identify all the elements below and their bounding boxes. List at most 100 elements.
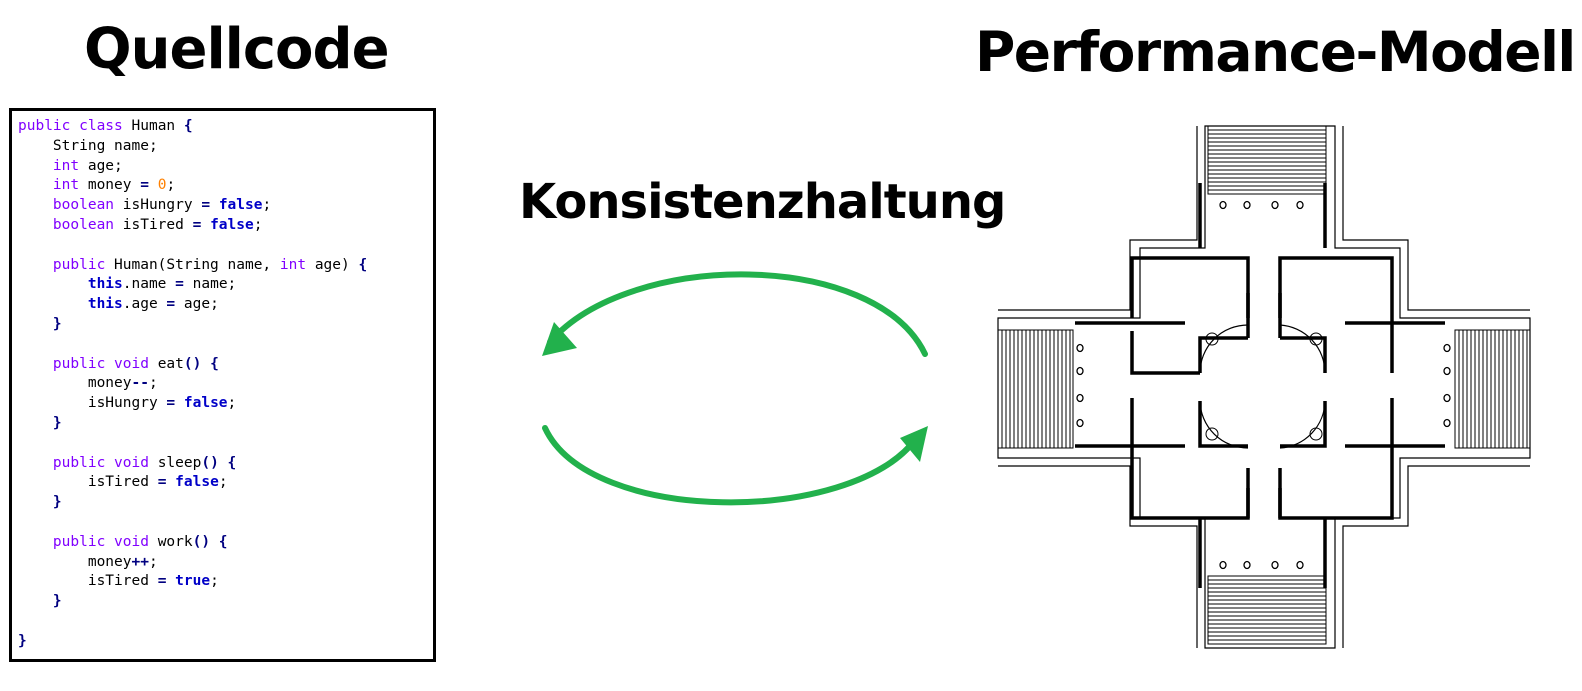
code-token: { [183, 118, 193, 134]
code-line: boolean isTired = false; [18, 216, 367, 236]
floor-plan-model [997, 125, 1531, 649]
code-token: .age [122, 296, 167, 313]
code-line [18, 434, 367, 454]
code-line: money--; [18, 374, 367, 394]
code-line: this.name = name; [18, 275, 367, 295]
code-token: ; [166, 177, 176, 194]
code-token: = [140, 177, 158, 194]
code-line [18, 513, 367, 533]
code-token: int [18, 157, 88, 174]
column-marker [1296, 200, 1304, 210]
code-token: age) [314, 256, 359, 273]
code-token: false [218, 197, 263, 214]
code-token: public void [18, 533, 158, 550]
code-token: boolean [18, 216, 123, 233]
code-token: ++ [131, 553, 149, 570]
code-token: ; [148, 375, 158, 392]
code-token: isHungry [122, 197, 202, 214]
arrow-head-right-icon [900, 426, 928, 462]
code-token: isTired [122, 216, 193, 233]
code-line: public void eat() { [18, 355, 367, 375]
code-line: int age; [18, 157, 367, 177]
code-line: } [18, 592, 367, 612]
code-token: Human [131, 118, 184, 134]
code-line: public Human(String name, int age) { [18, 256, 367, 276]
code-token: int [18, 177, 88, 194]
code-token: this [18, 276, 123, 293]
code-token: = [166, 296, 184, 313]
column-marker [1076, 418, 1084, 428]
code-line: public void work() { [18, 533, 367, 553]
code-token: isTired [18, 474, 158, 491]
code-line: isTired = false; [18, 473, 367, 493]
code-token: ; [253, 216, 263, 233]
column-marker [1076, 366, 1084, 376]
performance-model-title: Performance-Modell [975, 20, 1576, 84]
code-token: -- [131, 375, 149, 392]
code-token: boolean [18, 197, 123, 214]
java-code-block: public class Human { String name; int ag… [18, 117, 367, 652]
code-line: public class Human { [18, 117, 367, 137]
column-marker [1296, 560, 1304, 570]
code-line: money++; [18, 553, 367, 573]
code-token: sleep [157, 454, 202, 471]
code-line: this.age = age; [18, 295, 367, 315]
code-line: isHungry = false; [18, 394, 367, 414]
code-token: age; [87, 157, 123, 174]
code-token: 0 [157, 177, 167, 194]
code-token: false [210, 216, 254, 233]
column-marker [1219, 560, 1227, 570]
code-token: age; [183, 296, 219, 313]
code-line [18, 236, 367, 256]
code-token: } [18, 632, 27, 649]
code-token: ; [218, 474, 228, 491]
column-marker [1271, 200, 1279, 210]
source-code-title: Quellcode [84, 17, 390, 82]
column-marker [1443, 393, 1451, 403]
column-marker [1443, 343, 1451, 353]
code-token: = [192, 216, 211, 233]
code-token: true [175, 573, 211, 590]
code-token: ; [262, 197, 272, 214]
arrow-to-model-icon [542, 425, 918, 506]
code-token: this [18, 296, 123, 313]
code-token: public class [18, 118, 132, 134]
arrow-to-code-icon [547, 271, 928, 357]
column-marker [1076, 393, 1084, 403]
arrow-head-left-icon [542, 322, 577, 356]
code-line: } [18, 632, 367, 652]
walls [1075, 183, 1445, 588]
code-token: name; [192, 276, 237, 293]
code-line: public void sleep() { [18, 454, 367, 474]
code-token: eat [157, 355, 184, 372]
stair-treads [1001, 129, 1528, 641]
code-token: money [18, 375, 132, 392]
code-token: work [157, 533, 193, 550]
code-token: ; [210, 573, 219, 590]
code-token: false [175, 474, 219, 491]
code-token: = [201, 197, 219, 214]
column-marker [1243, 560, 1251, 570]
column-markers [1076, 200, 1451, 570]
code-line: boolean isHungry = false; [18, 196, 367, 216]
column-marker [1271, 560, 1279, 570]
code-token: public void [18, 454, 158, 471]
code-token: () { [201, 454, 237, 471]
code-line: int money = 0; [18, 176, 367, 196]
code-token: { [358, 256, 368, 273]
code-token: money [87, 177, 141, 194]
code-line: } [18, 414, 367, 434]
code-token: } [18, 315, 62, 332]
sync-cycle-arrows [542, 271, 928, 506]
code-token: public void [18, 355, 158, 372]
consistency-label: Konsistenzhaltung [519, 174, 1006, 230]
column-marker [1219, 200, 1227, 210]
stairs [997, 125, 1531, 645]
door-arcs [1199, 324, 1326, 449]
code-token: } [18, 494, 62, 511]
code-token: } [18, 414, 62, 431]
code-token: isHungry [18, 395, 167, 412]
code-token: = [157, 573, 176, 590]
code-token: = [157, 474, 176, 491]
code-token: .name [122, 276, 176, 293]
